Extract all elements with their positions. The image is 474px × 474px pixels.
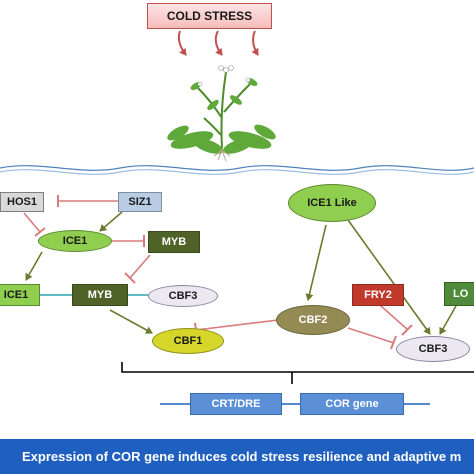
ice1-mid-node: ICE1 [0, 284, 40, 306]
cold-stress-banner: COLD STRESS [147, 3, 272, 29]
hos1-node: HOS1 [0, 192, 44, 212]
left-connectors [23, 195, 153, 334]
cor-gene-node: COR gene [300, 393, 404, 415]
convergence-bracket [121, 362, 474, 384]
cbf2-node: CBF2 [276, 305, 350, 335]
cold-stress-arrows [177, 30, 259, 56]
cbf3-right-node: CBF3 [396, 336, 470, 362]
plant-illustration [167, 65, 276, 162]
right-connectors [194, 219, 457, 350]
siz1-node: SIZ1 [118, 192, 162, 212]
cbf1-node: CBF1 [152, 328, 224, 354]
fry2-node: FRY2 [352, 284, 404, 306]
ice1-top-node: ICE1 [38, 230, 112, 252]
ice1-like-node: ICE1 Like [288, 184, 376, 222]
lo-node: LO [444, 282, 474, 306]
expression-caption: Expression of COR gene induces cold stre… [0, 439, 474, 474]
myb-mid-node: MYB [72, 284, 128, 306]
wavy-divider [0, 165, 474, 175]
myb-top-node: MYB [148, 231, 200, 253]
crt-dre-node: CRT/DRE [190, 393, 282, 415]
cbf3-mid-node: CBF3 [148, 285, 218, 307]
